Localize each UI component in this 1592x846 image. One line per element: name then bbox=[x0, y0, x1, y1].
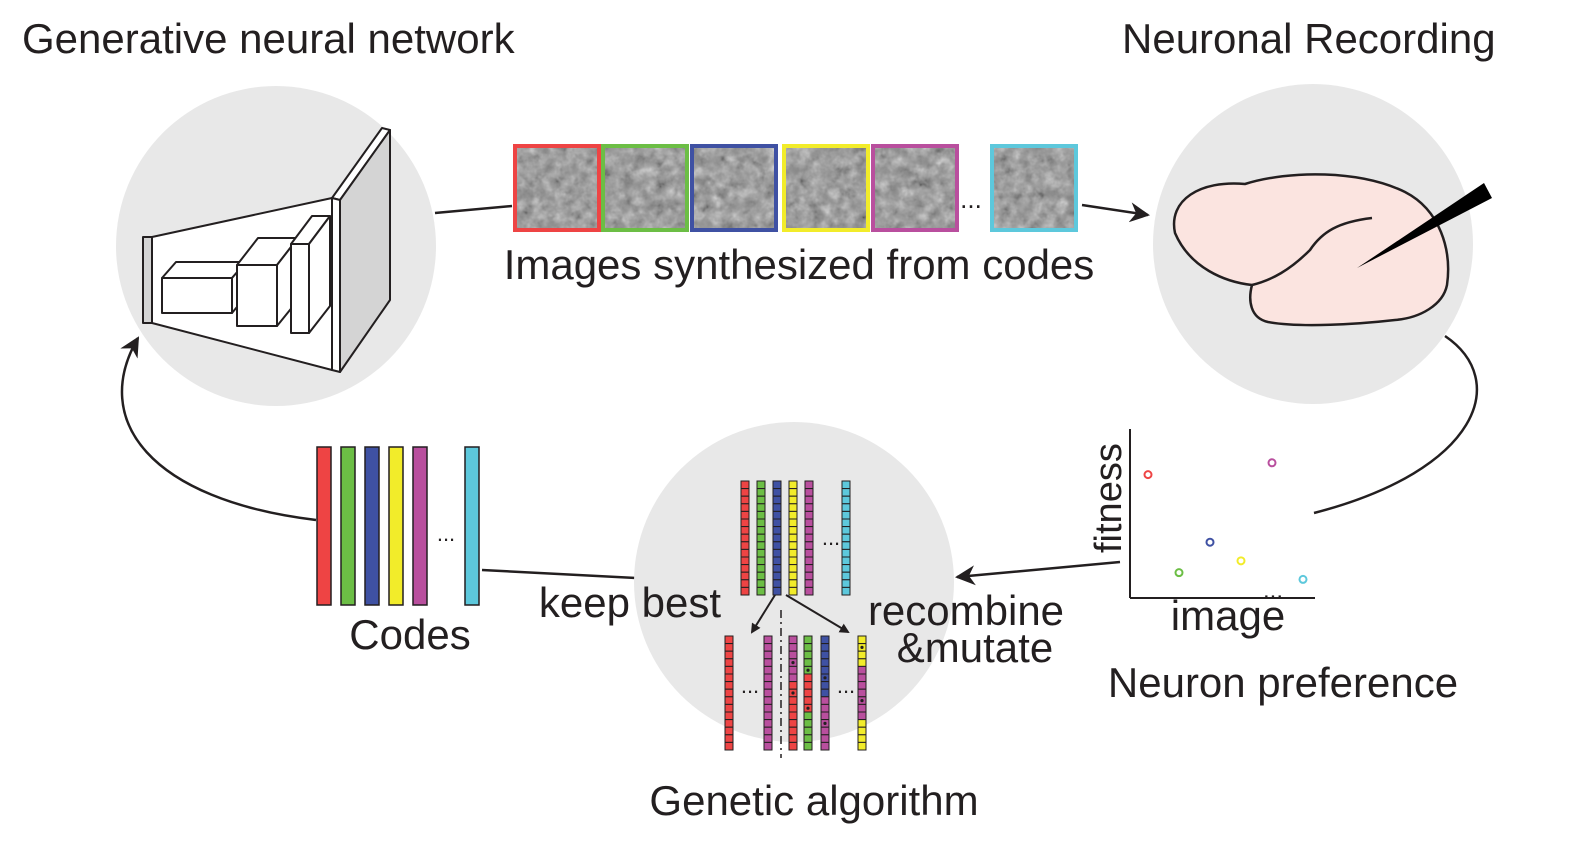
ga-population-ellipsis: ... bbox=[822, 525, 840, 550]
scatter-point-blue bbox=[1205, 537, 1215, 547]
arrow-network-to-images bbox=[434, 204, 513, 215]
kept-code-red bbox=[724, 635, 734, 751]
recombine-label: recombine bbox=[868, 587, 1064, 634]
offspring-code-4 bbox=[857, 635, 867, 751]
images-synthesized-caption: Images synthesized from codes bbox=[504, 241, 1095, 288]
keep-best-label: keep best bbox=[539, 579, 721, 626]
x-axis-label: image bbox=[1171, 592, 1285, 639]
arrow-preference-to-ga bbox=[955, 560, 1121, 586]
neuronal-recording-title: Neuronal Recording bbox=[1122, 15, 1496, 62]
codes-label: Codes bbox=[349, 611, 470, 658]
arrow-ga-to-codes bbox=[481, 568, 638, 580]
offspring-code-2 bbox=[803, 635, 813, 751]
genetic-algorithm-title: Genetic algorithm bbox=[649, 777, 978, 824]
generative-network-title: Generative neural network bbox=[22, 15, 516, 62]
offspring-code-1 bbox=[788, 635, 798, 751]
neuron-preference-plot: ... fitness image bbox=[1088, 429, 1315, 639]
population-code-green bbox=[756, 480, 766, 596]
y-axis-label: fitness bbox=[1088, 443, 1130, 553]
code-bar-green bbox=[340, 446, 356, 606]
x-axis-ellipsis: ... bbox=[1263, 577, 1283, 604]
image-strip-ellipsis: ... bbox=[960, 184, 982, 214]
scatter-points bbox=[1143, 458, 1308, 584]
code-bar-red bbox=[316, 446, 332, 606]
kept-code-magenta bbox=[763, 635, 773, 751]
mutate-label: &mutate bbox=[897, 624, 1053, 671]
codes-bars bbox=[316, 446, 480, 606]
population-code-yellow bbox=[788, 480, 798, 596]
population-code-magenta bbox=[804, 480, 814, 596]
code-bar-yellow bbox=[388, 446, 404, 606]
brain-icon bbox=[1172, 173, 1492, 327]
synth-image-green bbox=[601, 144, 689, 232]
population-code-blue bbox=[772, 480, 782, 596]
ga-population bbox=[740, 480, 851, 596]
offspring-code-3 bbox=[820, 635, 830, 751]
code-bar-magenta bbox=[412, 446, 428, 606]
ga-split-arrows bbox=[750, 594, 850, 758]
population-code-cyan bbox=[841, 480, 851, 596]
scatter-point-cyan bbox=[1298, 574, 1308, 584]
synth-image-cyan bbox=[990, 144, 1078, 232]
codes-ellipsis: ... bbox=[437, 521, 455, 546]
ga-offspring bbox=[724, 635, 867, 751]
code-bar-cyan bbox=[464, 446, 480, 606]
network-icon bbox=[142, 127, 391, 373]
arrow-recording-to-preference bbox=[1313, 334, 1479, 515]
arrow-codes-to-network bbox=[120, 336, 317, 522]
cycle-arrows bbox=[120, 202, 1479, 586]
synth-image-red bbox=[513, 144, 601, 232]
scatter-point-green bbox=[1174, 568, 1184, 578]
ga-kept-ellipsis: ... bbox=[741, 673, 759, 698]
neuron-preference-title: Neuron preference bbox=[1108, 659, 1458, 706]
synth-image-blue bbox=[690, 144, 778, 232]
synth-image-yellow bbox=[782, 144, 870, 232]
synthesized-image-strip bbox=[513, 144, 1078, 232]
code-bar-blue bbox=[364, 446, 380, 606]
scatter-point-magenta bbox=[1267, 458, 1277, 468]
arrow-images-to-recording bbox=[1081, 202, 1150, 223]
population-code-red bbox=[740, 480, 750, 596]
ga-offspring-ellipsis: ... bbox=[837, 673, 855, 698]
scatter-point-yellow bbox=[1236, 556, 1246, 566]
scatter-point-red bbox=[1143, 470, 1153, 480]
synth-image-magenta bbox=[871, 144, 959, 232]
